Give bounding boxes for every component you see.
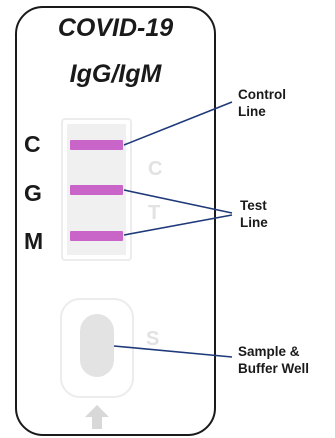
window-letter-c: C <box>148 158 163 180</box>
test-callout-line-2: Line <box>240 215 268 230</box>
well-letter-s: S <box>146 328 160 350</box>
title-line-2: IgG/IgM <box>69 60 162 88</box>
sample-callout-line-2: Buffer Well <box>238 361 310 376</box>
igm-band <box>70 231 123 241</box>
control-callout-line-1: Control <box>238 87 286 102</box>
igg-leader-line <box>123 189 233 214</box>
window-letter-t: T <box>148 202 161 224</box>
label-m: M <box>24 228 44 254</box>
test-line-callout: Test Line <box>240 197 268 231</box>
arrow-up-icon <box>85 405 109 429</box>
sample-well <box>80 314 114 377</box>
label-c: C <box>24 131 41 157</box>
test-callout-line-1: Test <box>240 198 267 213</box>
control-band <box>70 140 123 150</box>
control-leader-line <box>123 101 233 146</box>
title-line-1: COVID-19 <box>57 14 174 42</box>
igg-band <box>70 185 123 195</box>
control-callout-line-2: Line <box>238 104 266 119</box>
sample-leader-line <box>113 345 233 358</box>
control-line-callout: Control Line <box>238 86 286 120</box>
label-g: G <box>24 180 42 206</box>
sample-callout-line-1: Sample & <box>238 344 300 359</box>
igm-leader-line <box>123 214 233 236</box>
sample-well-callout: Sample & Buffer Well <box>238 343 309 377</box>
